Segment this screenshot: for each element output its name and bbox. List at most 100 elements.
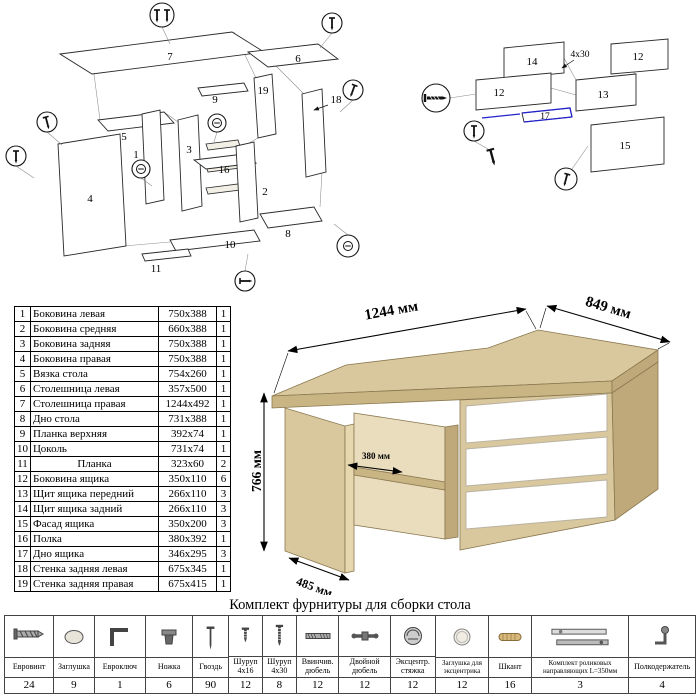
hardware-qty: 12: [240, 679, 252, 691]
part-label-9: 9: [212, 94, 218, 106]
part-label-3: 3: [186, 144, 192, 156]
part-5-tie-panel: [97, 111, 175, 132]
part-label-12: 12: [633, 51, 644, 63]
hardware-name: Ножка: [146, 658, 193, 678]
roller-slides-icon: [531, 616, 629, 658]
part-label-15: 15: [620, 140, 632, 152]
dim-depth-label: 849 мм: [583, 294, 632, 323]
cap-icon: [54, 616, 94, 658]
screw-4x30-icon: [262, 616, 296, 658]
drawer-front-2: [465, 436, 608, 487]
left-side-panel: [284, 407, 346, 574]
hardware-item: Шкант 16: [489, 616, 532, 693]
hardware-qty: 1: [117, 679, 123, 691]
hardware-item: Заглушка 9: [54, 616, 95, 693]
hardware-name: Шуруп 4x16: [229, 657, 262, 678]
hardware-item: Ножка 6: [146, 616, 194, 693]
part-9-top-plank: [197, 82, 249, 97]
screw-spec-label: 4x30: [571, 50, 590, 60]
wood-dowel-icon: [489, 616, 531, 658]
part-name-cell: Боковина левая: [30, 306, 159, 322]
exploded-diagram-desk: 7 6 19 18 9 5 1 3 16 2 4 10 8 11: [5, 2, 364, 292]
part-label-12: 12: [494, 87, 505, 99]
cam-cap-icon: [435, 616, 489, 658]
part-label-13: 13: [598, 89, 610, 101]
part-19-back-wall-left: [253, 73, 277, 139]
hardware-name: Двойной дюбель: [339, 657, 390, 678]
part-label-5: 5: [121, 131, 127, 143]
screw-spec-pointer: [561, 59, 575, 69]
leg-icon: [146, 616, 193, 658]
hex-key-icon: [94, 616, 146, 658]
drawer-rail: [205, 183, 241, 195]
hardware-qty: 12: [407, 679, 419, 691]
part-qty-cell: 1: [216, 306, 231, 322]
part-label-2: 2: [262, 186, 268, 198]
part-12-drawer-side: [475, 72, 552, 111]
part-label-14: 14: [527, 56, 539, 68]
screw-in-dowel-icon: [296, 616, 339, 658]
part-size-cell: 750x388: [158, 306, 217, 322]
hardware-name: Заглушка: [54, 658, 94, 678]
dim-shelf-label: 380 мм: [362, 451, 390, 461]
hardware-qty: 9: [71, 679, 77, 691]
part-7-tabletop-right: [58, 31, 266, 75]
hardware-name: Эксцентр. стяжка: [390, 657, 435, 678]
hardware-qty: 12: [456, 679, 468, 691]
part-18-back-wall-right: [301, 88, 327, 178]
hardware-name: Ввинчив. дюбель: [296, 657, 339, 678]
right-side-panel: [611, 361, 659, 521]
part-13-drawer-front-board: [575, 73, 637, 112]
part-4-side-right: [57, 133, 127, 257]
part-label-16: 16: [219, 164, 231, 176]
part-12-drawer-side: [610, 38, 669, 75]
part-label-19: 19: [258, 85, 270, 97]
part-3-side-back: [177, 114, 203, 212]
part-11-plank: [141, 248, 192, 262]
part-6-tabletop-left: [246, 43, 340, 68]
left-panel-front-edge: [344, 423, 355, 574]
hardware-name: Гвоздь: [193, 658, 229, 678]
hardware-name: Шкант: [489, 658, 531, 678]
dim-height-766: 766 мм: [250, 392, 268, 552]
dim-width-label: 1244 мм: [363, 298, 419, 323]
hardware-item: Евроключ 1: [94, 616, 147, 693]
fastener-callouts: [421, 83, 589, 191]
part-label-11: 11: [151, 263, 162, 275]
nail-icon: [193, 616, 229, 658]
hardware-name: Евроключ: [94, 658, 146, 678]
fastener-callouts: [5, 2, 364, 292]
double-dowel-icon: [339, 616, 390, 658]
hardware-item: Эксцентр. стяжка 12: [390, 616, 436, 693]
middle-panel-edge: [444, 424, 459, 540]
hardware-qty: 24: [23, 679, 35, 691]
hardware-name: Комплект роликовых направляющих L=350мм: [531, 658, 629, 678]
hardware-qty: 3: [577, 679, 583, 691]
hardware-item: Заглушка для эксцентрика 12: [435, 616, 490, 693]
hardware-name: Евровинт: [5, 658, 54, 678]
part-label-8: 8: [285, 228, 291, 240]
part-label-17: 17: [540, 112, 550, 122]
drawer-rail: [205, 139, 241, 151]
hardware-item: Евровинт 24: [5, 616, 55, 693]
hardware-qty: 8: [276, 679, 283, 691]
part-1-side-left: [141, 109, 165, 205]
dim-height-label: 766 мм: [250, 450, 264, 492]
hardware-qty: 12: [312, 679, 324, 691]
screw-4x16-icon: [229, 616, 262, 658]
